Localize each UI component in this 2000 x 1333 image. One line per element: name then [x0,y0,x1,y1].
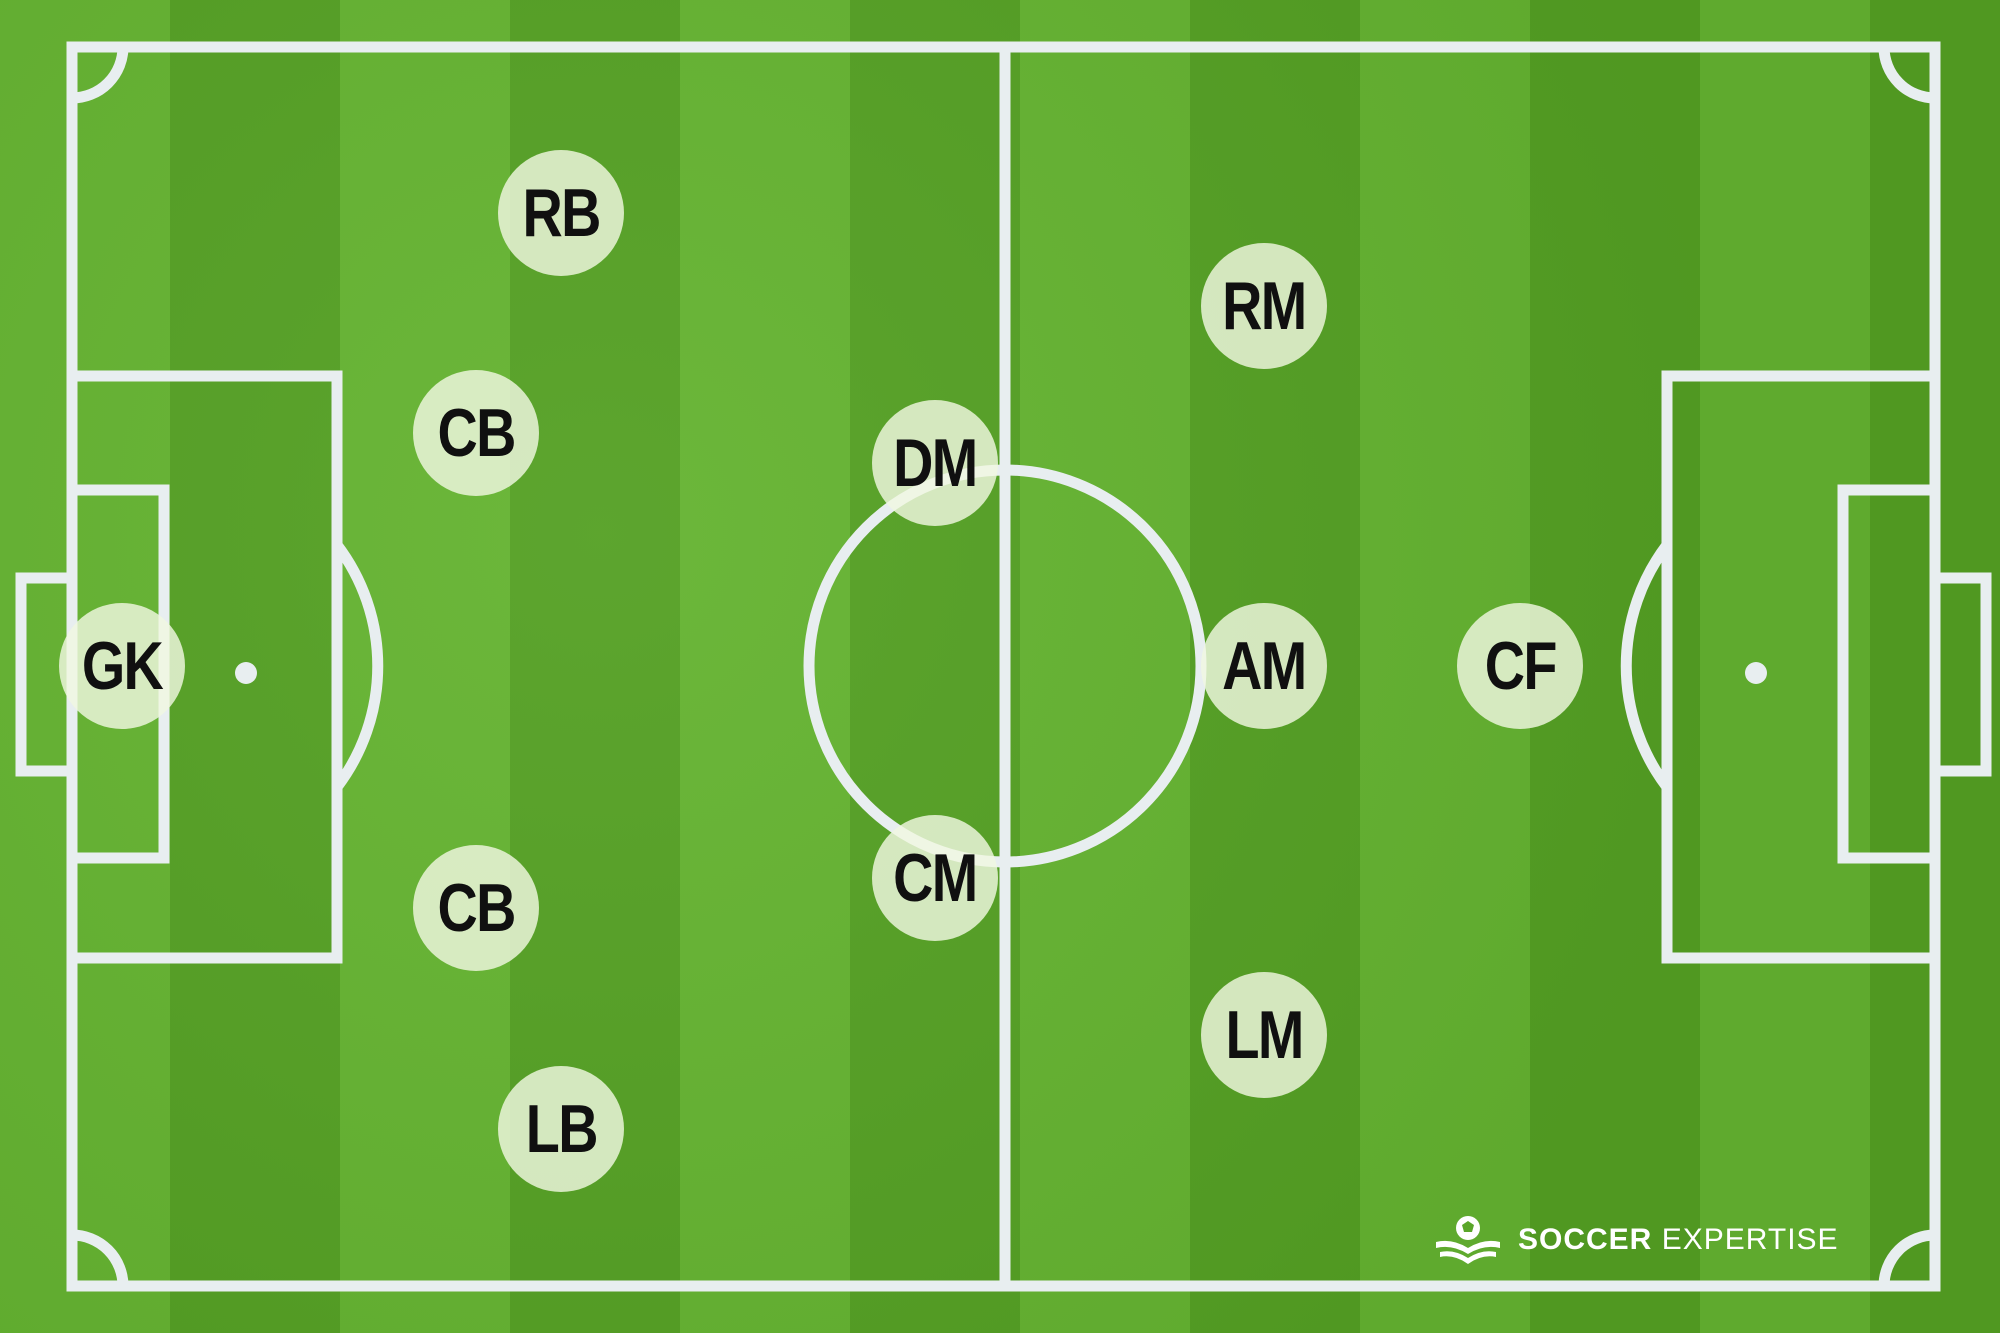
player-label: LM [1225,997,1304,1073]
player-label: GK [81,628,164,704]
left-penalty-arc [332,541,384,791]
player-label: CM [893,840,978,916]
right-goal-area [1837,484,1941,864]
soccer-ball-book-icon [1436,1216,1500,1264]
right-goal [1929,572,1992,777]
left-penalty-spot [235,662,257,684]
player-marker-gk[interactable]: GK [59,603,185,729]
player-marker-rm[interactable]: RM [1201,243,1327,369]
right-penalty-spot [1745,662,1767,684]
brand-logo: SOCCER EXPERTISE [1432,1212,1839,1268]
player-marker-cb-upper[interactable]: CB [413,370,539,496]
player-label: AM [1222,628,1307,704]
corner-arc-top-right [1878,46,1936,104]
brand-name: SOCCER EXPERTISE [1518,1223,1839,1257]
player-marker-lm[interactable]: LM [1201,972,1327,1098]
brand-word-soccer: SOCCER [1518,1223,1653,1256]
player-label: LB [525,1091,598,1167]
player-marker-rb[interactable]: RB [498,150,624,276]
player-label: DM [893,425,978,501]
player-label: CF [1484,628,1557,704]
right-penalty-area [1661,370,1941,964]
player-label: CB [437,395,516,471]
player-marker-cf[interactable]: CF [1457,603,1583,729]
player-marker-dm[interactable]: DM [872,400,998,526]
player-marker-cb-lower[interactable]: CB [413,845,539,971]
player-marker-am[interactable]: AM [1201,603,1327,729]
brand-word-expertise: EXPERTISE [1661,1223,1839,1256]
player-label: RB [522,175,601,251]
player-marker-cm[interactable]: CM [872,815,998,941]
right-penalty-arc [1620,541,1672,791]
player-marker-lb[interactable]: LB [498,1066,624,1192]
player-label: CB [437,870,516,946]
corner-arc-bottom-right [1878,1229,1936,1287]
corner-arc-top-left [71,46,129,104]
player-label: RM [1222,268,1307,344]
corner-arc-bottom-left [71,1229,129,1287]
